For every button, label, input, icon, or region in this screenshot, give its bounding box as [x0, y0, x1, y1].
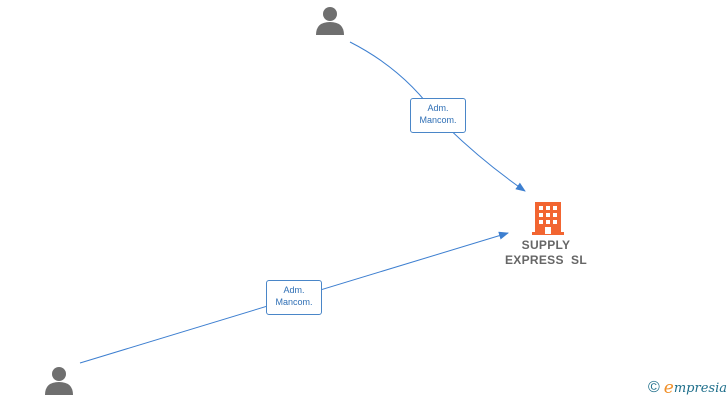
empresia-watermark: © e mpresia — [648, 378, 727, 398]
brand-name: mpresia — [673, 380, 727, 396]
person-icon[interactable] — [315, 5, 345, 35]
company-name[interactable]: SUPPLY EXPRESS SL — [496, 238, 596, 268]
relation-label-top[interactable]: Adm. Mancom. — [410, 98, 466, 133]
relation-label-line2: Mancom. — [275, 297, 313, 307]
relation-label-bottom[interactable]: Adm. Mancom. — [266, 280, 322, 315]
brand-initial: e — [663, 378, 674, 398]
building-icon[interactable] — [531, 200, 565, 236]
company-name-line1: SUPPLY — [521, 238, 571, 252]
company-name-line2: EXPRESS SL — [505, 253, 587, 267]
relation-label-line1: Adm. — [427, 103, 449, 113]
relation-label-line1: Adm. — [283, 285, 305, 295]
copyright-icon: © — [648, 379, 660, 396]
relation-label-line2: Mancom. — [419, 115, 457, 125]
person-icon[interactable] — [44, 365, 74, 395]
